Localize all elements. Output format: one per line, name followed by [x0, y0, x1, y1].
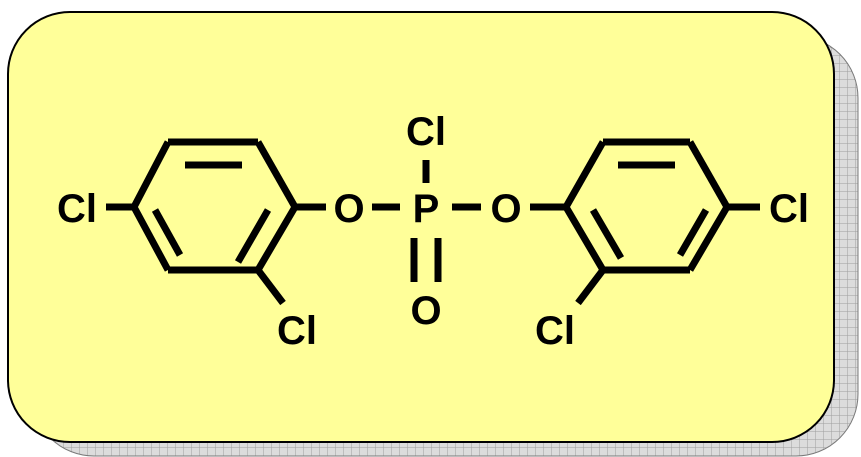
atom-cl-right-ortho: Cl — [535, 309, 575, 353]
bond — [254, 140, 299, 209]
double-bond-inner — [234, 208, 272, 264]
atom-cl-right-para: Cl — [769, 187, 809, 231]
atom-cl-left-ortho: Cl — [277, 309, 317, 353]
right-benzene-ring — [562, 138, 731, 274]
double-bond-inner — [676, 208, 710, 257]
atom-phosphorus: P — [413, 187, 440, 231]
bond-cl-right-ortho — [575, 267, 606, 306]
bond — [686, 140, 731, 209]
bond — [562, 205, 607, 272]
bond — [562, 140, 607, 209]
atom-cl-left-para: Cl — [57, 187, 97, 231]
card-background — [7, 11, 835, 443]
left-benzene-ring — [130, 138, 299, 274]
atom-cl-top: Cl — [406, 110, 446, 154]
double-bond-inner — [151, 208, 184, 257]
bond — [130, 140, 172, 209]
bond — [130, 205, 172, 272]
bond — [686, 205, 731, 272]
double-bond-inner — [589, 208, 625, 260]
bond — [254, 205, 299, 272]
atom-o-left: O — [333, 187, 364, 231]
atom-o-double: O — [410, 289, 441, 333]
bond-cl-left-ortho — [255, 267, 286, 306]
atom-o-right: O — [490, 187, 521, 231]
